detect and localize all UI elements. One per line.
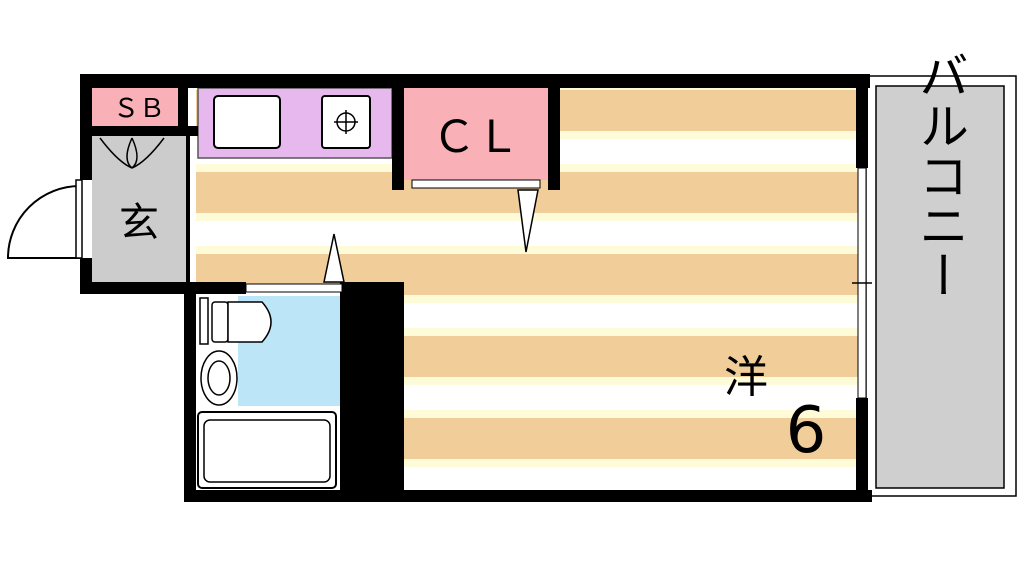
sink <box>213 95 281 149</box>
kitchen <box>197 87 393 159</box>
shoe-box-label: ＳＢ <box>113 94 165 124</box>
closet-label: ＣＬ <box>432 112 520 163</box>
balcony <box>865 75 1017 497</box>
bathroom <box>196 294 342 490</box>
washbasin <box>200 350 238 406</box>
entrance <box>92 128 188 284</box>
bath-door <box>245 283 343 293</box>
shoe-box <box>92 88 186 126</box>
shoe-box-doors <box>99 137 165 169</box>
window <box>852 167 872 399</box>
bath-door-marker <box>323 233 345 283</box>
western-room-label: 洋 <box>724 352 768 403</box>
walls <box>80 74 872 502</box>
closet-door-marker <box>517 189 539 253</box>
closet <box>404 88 548 189</box>
room-size-label: 6 <box>786 394 827 468</box>
balcony-label: バルコニー <box>911 50 969 300</box>
entrance-door <box>6 179 83 259</box>
bathtub <box>197 411 337 489</box>
entrance-label: 玄 <box>119 200 159 246</box>
toilet <box>199 297 272 345</box>
